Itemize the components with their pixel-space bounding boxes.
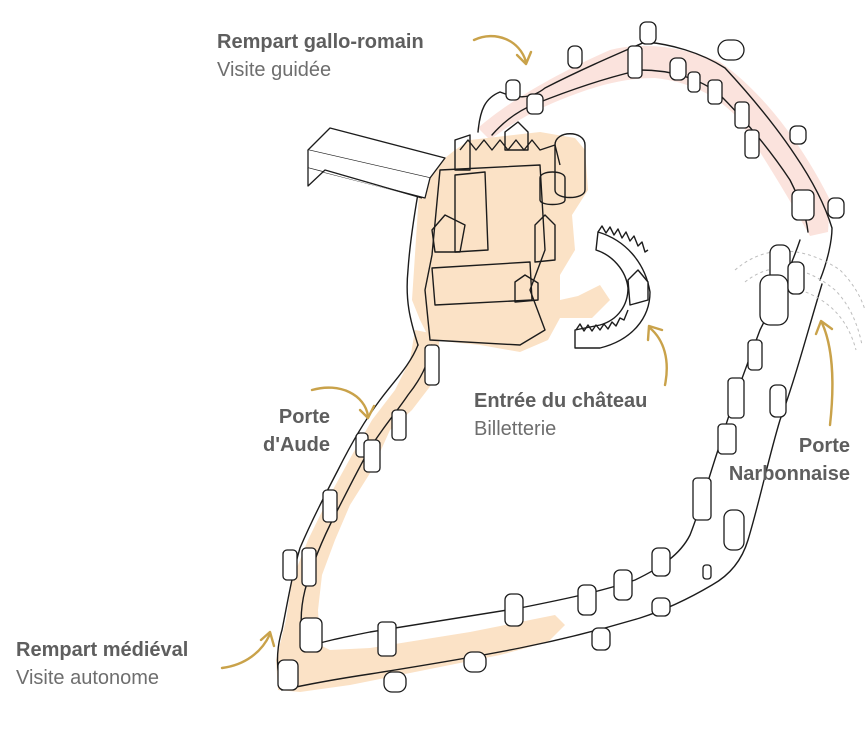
- label-entree-chateau-title: Entrée du château: [474, 390, 648, 412]
- tower: [301, 547, 317, 587]
- outer-wall-west: [300, 344, 433, 649]
- road-line-3: [799, 289, 857, 351]
- bridge-arch: [307, 168, 423, 199]
- tower: [377, 621, 397, 657]
- tower: [383, 671, 407, 693]
- tower: [651, 547, 671, 577]
- arrow-rempart-gallo-romain: [472, 35, 533, 66]
- tower: [277, 659, 299, 691]
- label-rempart-medieval: Rempart médiéval Visite autonome: [16, 636, 188, 692]
- barbican-gate-tower: [627, 269, 649, 306]
- tower: [651, 597, 671, 617]
- tower: [505, 79, 521, 101]
- castle-tower-se: [534, 214, 556, 263]
- tower: [463, 651, 487, 673]
- label-rempart-gallo-romain-subtitle: Visite guidée: [217, 59, 332, 81]
- tower: [702, 564, 712, 580]
- label-porte-narbonnaise-line1: Porte: [798, 435, 850, 457]
- tower: [424, 344, 440, 386]
- castle: [424, 121, 586, 346]
- tower: [827, 197, 845, 219]
- arrow-porte-narbonnaise: [814, 319, 834, 427]
- label-porte-aude: Porte d'Aude: [230, 403, 330, 459]
- tower: [717, 39, 745, 61]
- tower: [791, 189, 815, 221]
- tower: [526, 93, 544, 115]
- castle-tower-ne: [554, 133, 586, 199]
- tower: [322, 489, 338, 523]
- tower: [789, 125, 807, 145]
- label-porte-aude-line2: d'Aude: [263, 434, 330, 456]
- tower: [747, 339, 763, 371]
- label-rempart-medieval-subtitle: Visite autonome: [16, 667, 160, 689]
- castle-tower-e: [539, 171, 566, 206]
- tower: [627, 45, 643, 79]
- arrow-entree-chateau: [646, 324, 668, 387]
- tower: [769, 384, 787, 418]
- castle-highlight: [412, 132, 610, 352]
- label-rempart-gallo-romain: Rempart gallo-romain Visite guidée: [217, 28, 424, 84]
- tower: [567, 45, 583, 69]
- castle-main-block: [424, 164, 546, 346]
- tower: [759, 274, 789, 326]
- castle-roof-1: [431, 214, 466, 253]
- tower: [363, 439, 381, 473]
- castle-gate: [514, 274, 539, 303]
- inner-wall-west: [276, 344, 419, 691]
- tower: [692, 477, 712, 521]
- tower: [577, 584, 597, 616]
- wall-link-castle: [406, 181, 421, 346]
- castle-bridge: [307, 127, 446, 199]
- road-line-1: [734, 250, 865, 311]
- tower: [504, 593, 524, 627]
- tower: [299, 617, 323, 653]
- road-line-2: [744, 267, 863, 346]
- label-porte-narbonnaise-line2: Narbonnaise: [728, 463, 850, 485]
- pointer-arrows: [220, 35, 834, 670]
- tower: [639, 21, 657, 45]
- label-rempart-gallo-romain-title: Rempart gallo-romain: [217, 31, 424, 53]
- tower: [707, 79, 723, 105]
- label-entree-chateau-subtitle: Billetterie: [474, 418, 557, 440]
- tower: [591, 627, 611, 651]
- castle-keep: [454, 171, 489, 253]
- tower: [717, 423, 737, 455]
- barbican: [574, 225, 651, 349]
- label-rempart-medieval-title: Rempart médiéval: [16, 639, 189, 661]
- castle-tower-n: [504, 121, 529, 151]
- tower: [669, 57, 687, 81]
- tower: [391, 409, 407, 441]
- arrow-porte-aude: [310, 386, 376, 420]
- tower: [687, 71, 701, 93]
- tower: [787, 261, 805, 295]
- approach-roads: [734, 250, 865, 351]
- tower: [727, 377, 745, 419]
- barbican-crenellations-bottom: [575, 309, 629, 332]
- label-entree-chateau: Entrée du château Billetterie: [474, 387, 647, 443]
- tower: [734, 101, 750, 129]
- label-porte-aude-line1: Porte: [278, 406, 330, 428]
- gallo-romain-rampart-highlight: [478, 45, 830, 237]
- tower: [613, 569, 633, 601]
- wall-towers: [277, 21, 845, 693]
- barbican-wall: [574, 231, 651, 349]
- barbican-crenellations: [597, 225, 649, 253]
- tower: [744, 129, 760, 159]
- castle-tower-w: [454, 134, 471, 171]
- arrow-rempart-medieval: [220, 630, 276, 670]
- tower: [723, 509, 745, 551]
- label-porte-narbonnaise: Porte Narbonnaise: [700, 432, 850, 488]
- tower: [282, 549, 298, 581]
